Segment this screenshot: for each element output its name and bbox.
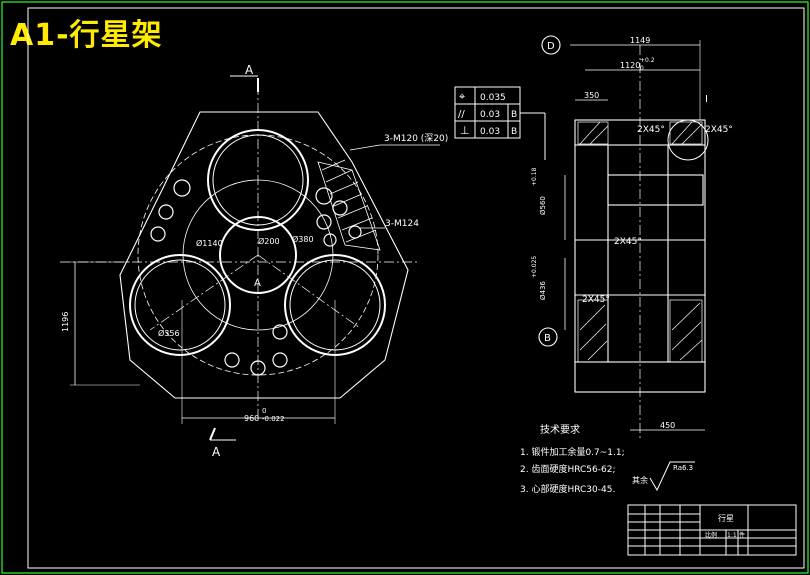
title-block (627, 504, 797, 556)
title-block-part: 行星 (718, 513, 734, 523)
tech-note-1: 1. 锻件加工余量0.7~1.1; (520, 446, 625, 458)
detail-label: I (705, 94, 708, 105)
planet-bore-left (129, 254, 231, 356)
roughness-value: Ra6.3 (673, 464, 693, 472)
dim-ring: Ø380 (292, 234, 314, 244)
chamfer-1: 2X45° (637, 125, 665, 135)
datum-d-label: D (547, 41, 555, 52)
tech-notes-heading: 技术要求 (540, 423, 580, 436)
dim-width-tol-low: -0.022 (262, 415, 285, 423)
roughness-symbol (649, 461, 695, 492)
tolerance-row-2: ⊥ 0.03 B (460, 124, 517, 137)
callout-thread-2: 3-M124 (385, 219, 419, 229)
tech-note-2: 2. 齿面硬度HRC56-62; (520, 463, 616, 475)
tech-remainder: 其余 (632, 475, 648, 485)
dim-width-tol-up: 0 (262, 407, 266, 415)
chamfer-2: 2X45° (705, 125, 733, 135)
dim-overall: 1149 (630, 36, 650, 45)
datum-b-marker (538, 327, 558, 347)
dim-bottom: 450 (660, 421, 675, 430)
tolerance-frame (454, 86, 546, 160)
dim-height: 1196 (61, 312, 70, 332)
tolerance-row-0: ⌖ 0.035 (459, 90, 506, 103)
dim-width: 960 (244, 414, 259, 423)
dim-dia-2: Ø436 (539, 281, 547, 300)
svg-text:⊥: ⊥ (460, 124, 470, 137)
section-a-bottom: A (212, 445, 221, 459)
dim-inner: 1120 (620, 61, 640, 70)
dim-inner-tol-up: +0.2 (640, 57, 655, 64)
svg-text:B: B (511, 110, 517, 120)
drawing-title: A1-行星架 (10, 18, 163, 53)
title-block-scale-value: 1:1 (727, 532, 737, 539)
callout-thread-1: 3-M120 (深20) (384, 133, 448, 144)
dim-center: Ø200 (258, 236, 280, 246)
svg-text://: // (458, 109, 465, 120)
section-hatch (317, 159, 381, 251)
svg-text:0.035: 0.035 (480, 93, 506, 103)
section-a-top: A (245, 63, 254, 77)
right-hatch (577, 121, 703, 363)
tech-note-3: 3. 心部硬度HRC30-45. (520, 483, 615, 495)
title-block-unit: 件 (739, 531, 745, 539)
title-block-scale-label: 比例 (705, 531, 717, 539)
svg-text:0.03: 0.03 (480, 127, 500, 137)
datum-b-label: B (544, 333, 551, 344)
detail-circle (667, 119, 709, 161)
svg-text:⌖: ⌖ (459, 90, 465, 103)
dim-inner-tol-low: 0 (640, 65, 644, 72)
inner-border (27, 7, 805, 569)
dim-dia-1-tol: +0.18 (531, 167, 538, 186)
section-a-center: A (254, 278, 261, 289)
planet-bore-left-inner (134, 259, 226, 351)
right-view (538, 35, 709, 440)
dim-dia-1: Ø560 (539, 196, 547, 215)
pitch-circle (137, 134, 379, 376)
dim-flange: 350 (584, 91, 599, 100)
chamfer-3: 2X45° (614, 237, 642, 247)
dim-dia-2-tol: +0.025 (531, 256, 538, 278)
carrier-outline (119, 111, 409, 399)
dim-circle: Ø1140 (196, 238, 223, 248)
left-view (60, 75, 440, 441)
tolerance-row-1: // 0.03 B (458, 109, 517, 120)
chamfer-4: 2X45° (582, 295, 610, 305)
svg-text:0.03: 0.03 (480, 110, 500, 120)
centerlines (60, 85, 420, 420)
svg-text:B: B (511, 127, 517, 137)
dim-bore: Ø356 (158, 328, 180, 338)
small-holes (150, 179, 362, 376)
datum-d-marker (541, 35, 561, 55)
